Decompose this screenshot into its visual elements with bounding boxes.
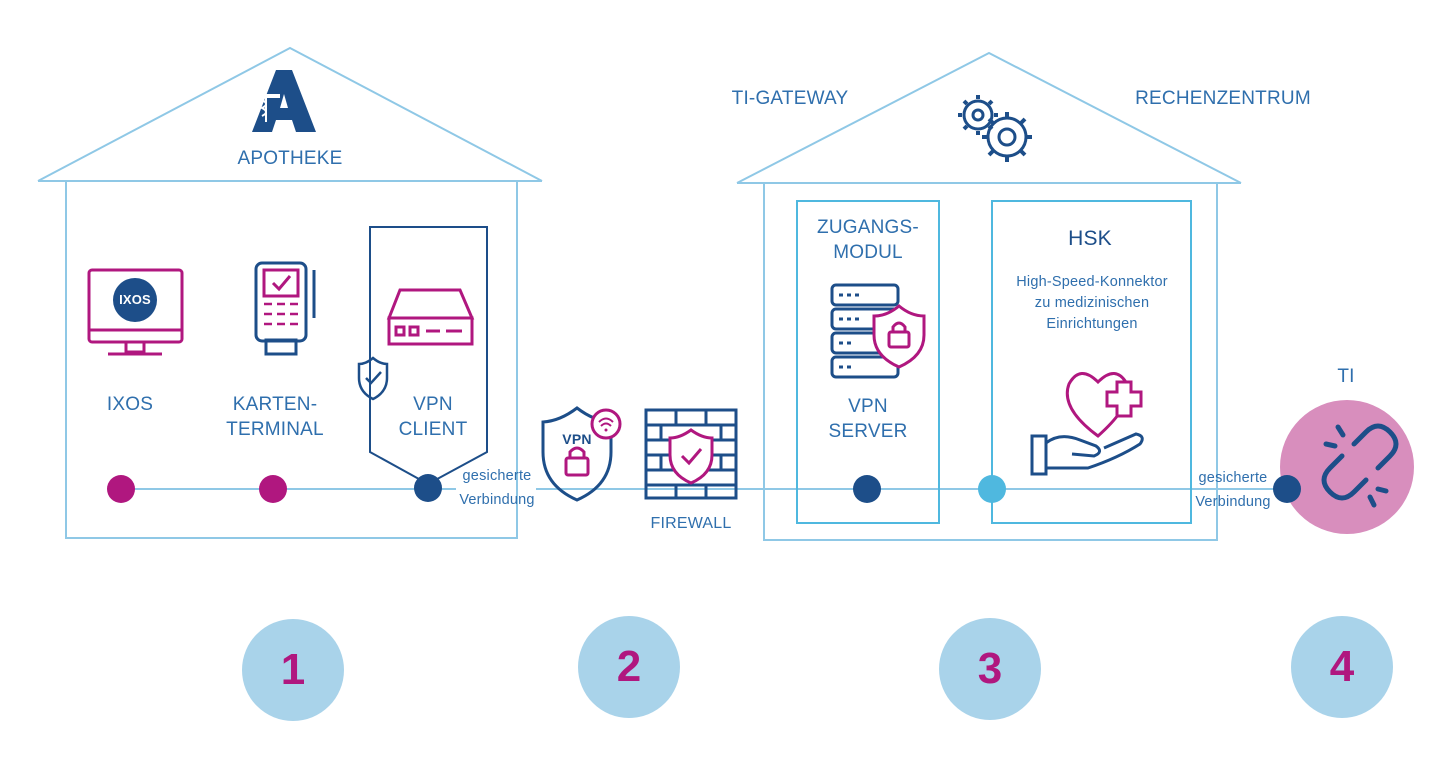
step-3: 3 xyxy=(939,618,1041,720)
vpn-shield-lock-icon xyxy=(541,406,622,502)
secure-connection-right-line-1: gesicherte xyxy=(1198,470,1268,486)
vpn-server-label: VPN SERVER xyxy=(800,394,936,444)
step-2: 2 xyxy=(578,616,680,718)
secure-connection-right: gesicherte Verbindung xyxy=(1186,468,1280,513)
vpn-client-label-line-1: VPN xyxy=(413,394,453,415)
vpn-router-icon xyxy=(386,288,475,346)
access-module-title-line-1: ZUGANGS- xyxy=(817,217,919,238)
hsk-description-line-3: Einrichtungen xyxy=(1046,316,1138,332)
step-4: 4 xyxy=(1291,616,1393,718)
secure-connection-left: gesicherte Verbindung xyxy=(450,466,544,511)
access-module-frame xyxy=(796,200,940,524)
hsk-description-line-2: zu medizinischen xyxy=(1034,295,1150,311)
shield-check-icon xyxy=(357,356,389,401)
access-module-title: ZUGANGS- MODUL xyxy=(800,215,936,265)
vpn-shield-text: VPN xyxy=(562,431,592,447)
firewall-icon xyxy=(644,408,738,500)
step-1: 1 xyxy=(242,619,344,721)
vpn-server-label-line-1: VPN xyxy=(848,396,888,417)
pharmacy-title: APOTHEKE xyxy=(237,148,343,169)
pharmacy-house-outline xyxy=(37,46,543,539)
card-terminal-label: KARTEN- TERMINAL xyxy=(210,392,340,442)
card-terminal-node xyxy=(259,475,287,503)
vpn-client-label-line-2: CLIENT xyxy=(398,419,468,440)
monitor-icon xyxy=(87,268,184,356)
hsk-frame xyxy=(991,200,1192,524)
vpn-client-node xyxy=(414,474,442,502)
vpn-server-label-line-2: SERVER xyxy=(828,421,908,442)
server-lock-icon xyxy=(830,283,926,379)
card-terminal-label-line-1: KARTEN- xyxy=(232,394,318,415)
monitor-ixos-text: IXOS xyxy=(119,292,151,307)
vpn-client-frame xyxy=(369,226,488,486)
gateway-left-title: TI-GATEWAY xyxy=(731,88,849,109)
secure-connection-left-line-2: Verbindung xyxy=(459,492,535,508)
card-terminal-label-line-2: TERMINAL xyxy=(226,419,324,440)
vpn-client-label: VPN CLIENT xyxy=(378,392,488,442)
secure-connection-right-line-2: Verbindung xyxy=(1195,494,1271,510)
gears-icon xyxy=(958,95,1032,162)
secure-connection-left-line-1: gesicherte xyxy=(462,468,532,484)
vpn-server-node xyxy=(853,475,881,503)
hsk-description-line-1: High-Speed-Konnektor xyxy=(1016,274,1168,290)
hsk-description: High-Speed-Konnektor zu medizinischen Ei… xyxy=(995,272,1189,335)
access-module-title-line-2: MODUL xyxy=(833,242,903,263)
heart-hand-icon xyxy=(1030,372,1144,476)
pharmacy-a-logo-icon xyxy=(252,70,316,132)
gateway-house-outline xyxy=(736,51,1242,541)
firewall-label: FIREWALL xyxy=(650,515,732,532)
broken-chain-icon xyxy=(1321,423,1399,508)
ti-node xyxy=(1273,475,1301,503)
card-terminal-icon xyxy=(254,261,316,356)
ti-label: TI xyxy=(1337,366,1355,387)
gateway-right-title: RECHENZENTRUM xyxy=(1135,88,1311,109)
ixos-label: IXOS xyxy=(106,394,154,415)
hsk-title: HSK xyxy=(1068,227,1112,250)
ixos-node xyxy=(107,475,135,503)
